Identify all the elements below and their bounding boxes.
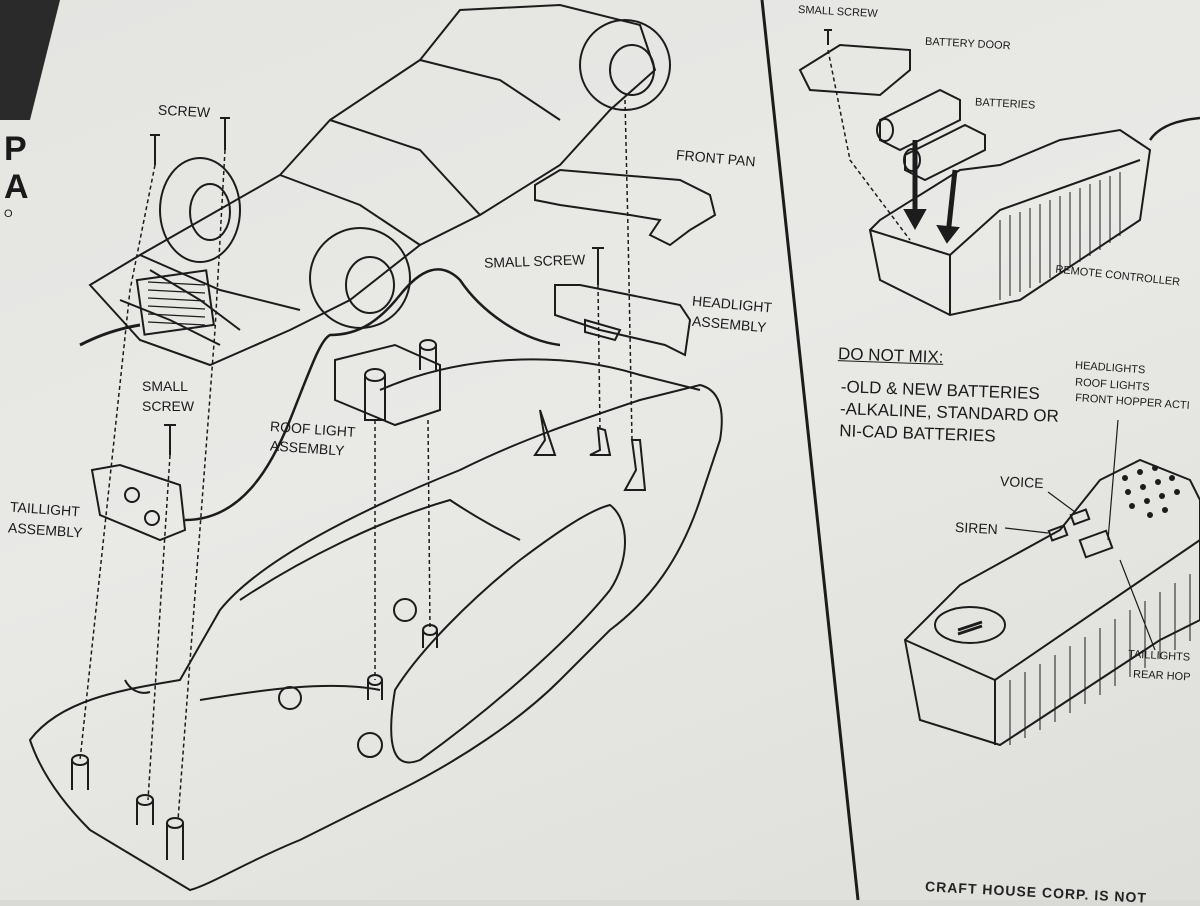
roof-light-assembly — [334, 343, 441, 427]
voice-switch — [1069, 508, 1091, 526]
headlight-assembly — [554, 284, 692, 357]
label-siren: SIREN — [954, 518, 999, 538]
label-small: SMALL — [142, 378, 188, 394]
front-wheel-left — [309, 227, 411, 329]
label-voice: VOICE — [999, 472, 1044, 492]
batteries — [876, 88, 986, 244]
left-edge-small-letter: O — [4, 208, 13, 220]
label-small-screw-top: SMALL SCREW — [483, 251, 586, 271]
label-screw-left: SCREW — [142, 398, 195, 414]
speaker-holes — [1122, 465, 1180, 518]
remote-speaker — [934, 606, 1006, 644]
remote-controller — [868, 128, 1152, 317]
taillight-assembly — [90, 463, 187, 542]
left-edge-letters: P A — [4, 130, 29, 206]
label-screw: SCREW — [157, 101, 211, 121]
body-posts — [71, 598, 438, 860]
left-edge-letter: P — [4, 130, 27, 168]
divider-line — [760, 0, 860, 900]
body-side-panel — [390, 503, 626, 764]
rear-wheel — [159, 157, 241, 263]
siren-switch — [1047, 524, 1069, 542]
remote-controller-large — [903, 458, 1200, 747]
leader-lines — [79, 49, 911, 821]
left-edge-letter: A — [4, 168, 29, 206]
front-pan — [534, 168, 717, 247]
lights-toggle — [1078, 529, 1114, 559]
car-body-shell — [28, 383, 723, 892]
remote-ribs — [999, 172, 1121, 300]
do-not-mix-heading: DO NOT MIX: — [837, 344, 944, 367]
do-not-mix-list: -OLD & NEW BATTERIES -ALKALINE, STANDARD… — [839, 376, 1060, 450]
chassis-outline — [88, 3, 657, 367]
screws-top — [150, 29, 832, 455]
battery-door — [798, 43, 911, 97]
